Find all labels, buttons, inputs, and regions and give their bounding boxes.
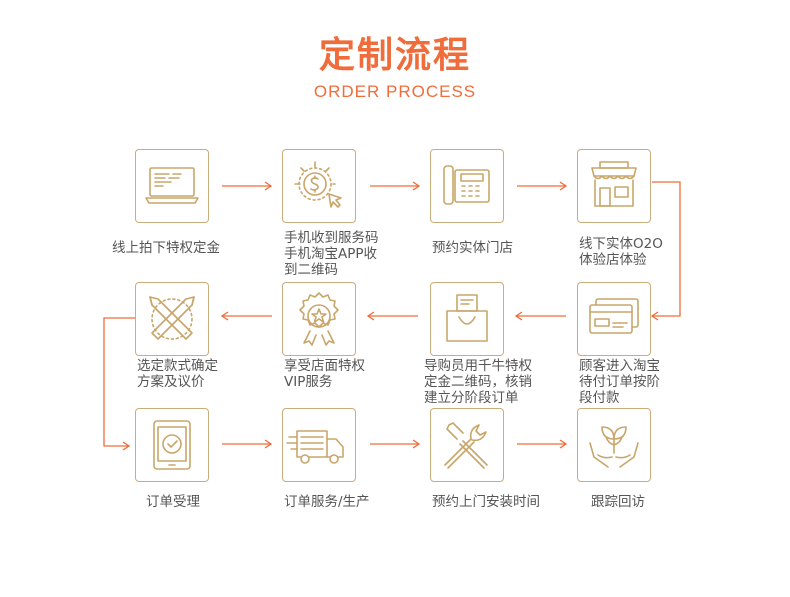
step-label-line: 享受店面特权	[284, 358, 365, 374]
arrow-9-10-head	[264, 439, 273, 449]
step-box-7	[282, 282, 356, 356]
laptop-icon	[145, 167, 199, 204]
step-box-2	[282, 149, 356, 223]
step-label-6: 导购员用千牛特权定金二维码，核销建立分阶段订单	[424, 358, 532, 406]
hands-plant-icon	[589, 426, 639, 468]
arrow-4-5-head	[650, 311, 659, 321]
step-box-9	[135, 408, 209, 482]
step-label-9: 订单受理	[146, 494, 200, 510]
step-label-10: 订单服务/生产	[284, 494, 370, 510]
truck-icon	[286, 430, 344, 464]
step-box-4	[577, 149, 651, 223]
tools-icon	[444, 422, 488, 469]
step-label-2: 手机收到服务码手机淘宝APP收到二维码	[284, 230, 379, 278]
step-label-line: 段付款	[579, 390, 620, 406]
step-label-5: 顾客进入淘宝待付订单按阶段付款	[579, 358, 660, 406]
page-subtitle: ORDER PROCESS	[313, 82, 477, 101]
step-label-line: 预约上门安装时间	[432, 494, 540, 510]
arrow-4-5	[652, 181, 681, 317]
arrow-8-9-head	[122, 441, 131, 451]
page-title: 定制流程	[318, 35, 471, 76]
telephone-icon	[443, 165, 490, 205]
step-label-line: 订单服务/生产	[284, 494, 370, 510]
step-box-8	[135, 282, 209, 356]
pencils-icon	[149, 296, 195, 340]
step-label-line: 到二维码	[284, 262, 338, 278]
step-label-line: 线上拍下特权定金	[112, 240, 220, 256]
arrow-7-8-head	[220, 311, 229, 321]
arrow-6-7-head	[366, 311, 375, 321]
arrow-5-6-head	[514, 311, 523, 321]
step-label-line: 体验店体验	[579, 252, 647, 268]
arrow-11-12-head	[559, 439, 568, 449]
step-label-line: VIP服务	[284, 374, 333, 390]
arrow-3-4-head	[559, 181, 568, 191]
step-label-8: 选定款式确定方案及议价	[137, 358, 218, 390]
tablet-check-icon	[153, 420, 191, 470]
step-box-11	[430, 408, 504, 482]
coin-click-icon	[294, 161, 342, 208]
step-label-line: 方案及议价	[137, 374, 205, 390]
step-label-line: 预约实体门店	[432, 240, 513, 256]
step-label-line: 跟踪回访	[591, 494, 645, 510]
step-label-line: 建立分阶段订单	[424, 390, 519, 406]
step-label-line: 选定款式确定	[137, 358, 218, 374]
step-label-11: 预约上门安装时间	[432, 494, 540, 510]
storefront-icon	[591, 161, 637, 207]
step-box-1	[135, 149, 209, 223]
step-label-line: 订单受理	[146, 494, 200, 510]
step-label-12: 跟踪回访	[591, 494, 645, 510]
step-label-line: 导购员用千牛特权	[424, 358, 532, 374]
step-box-3	[430, 149, 504, 223]
step-label-1: 线上拍下特权定金	[112, 240, 220, 256]
step-box-6	[430, 282, 504, 356]
step-box-10	[282, 408, 356, 482]
arrow-1-2-head	[264, 181, 273, 191]
step-label-line: 待付订单按阶	[579, 374, 660, 390]
arrow-8-9	[103, 317, 135, 447]
step-label-line: 手机收到服务码	[284, 230, 379, 246]
step-label-line: 顾客进入淘宝	[579, 358, 660, 374]
step-label-line: 定金二维码，核销	[424, 374, 532, 390]
step-label-line: 手机淘宝APP收	[284, 246, 378, 262]
step-label-3: 预约实体门店	[432, 240, 513, 256]
arrow-10-11-head	[412, 439, 421, 449]
shopping-bag-icon	[446, 294, 488, 342]
card-icon	[589, 298, 639, 334]
arrow-2-3-head	[412, 181, 421, 191]
star-badge-icon	[299, 292, 339, 346]
step-label-line: 线下实体O2O	[579, 236, 663, 252]
step-box-5	[577, 282, 651, 356]
step-box-12	[577, 408, 651, 482]
